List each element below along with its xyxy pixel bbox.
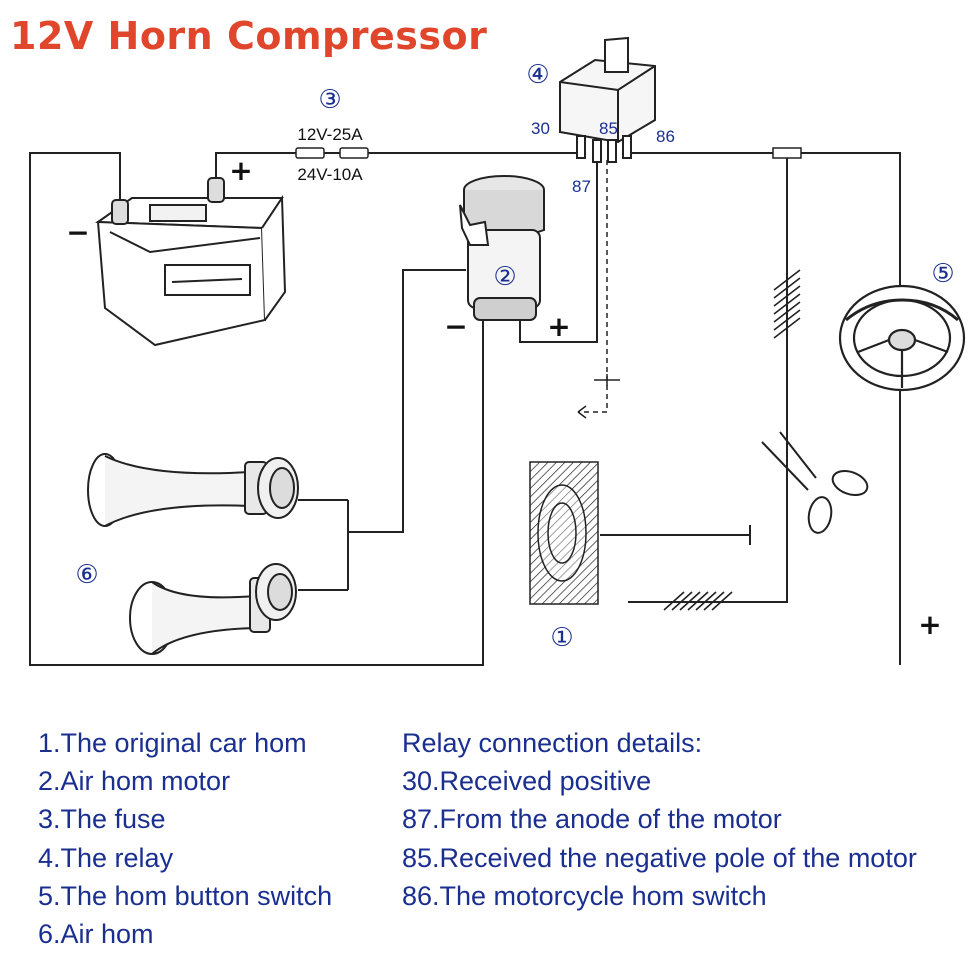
battery bbox=[95, 177, 287, 347]
relay-legend: Relay connection details: 30.Received po… bbox=[402, 724, 917, 915]
page-title: 12V Horn Compressor bbox=[10, 14, 488, 58]
relay-pin-85: 85 bbox=[599, 119, 618, 138]
fuse-rating-12v: 12V-25A bbox=[297, 125, 363, 144]
legend-item: 3.The fuse bbox=[38, 804, 166, 835]
marker-5: ⑤ bbox=[931, 259, 954, 289]
wiring-diagram: ① ② ③ ④ ⑤ ⑥ 12V-25A 24V-10A 30 85 86 87 … bbox=[29, 36, 966, 666]
legend-item: 5.The hom button switch bbox=[38, 880, 333, 911]
battery-plus-sign: + bbox=[229, 154, 252, 187]
legend-item: 6.Air hom bbox=[38, 919, 154, 950]
scissors-icon bbox=[761, 431, 869, 534]
motor-minus-sign: − bbox=[444, 310, 467, 343]
relay bbox=[559, 36, 656, 163]
legend-item: 87.From the anode of the motor bbox=[402, 804, 782, 835]
fuse-rating-24v: 24V-10A bbox=[297, 165, 363, 184]
legend-item: 30.Received positive bbox=[402, 766, 652, 797]
motor-plus-sign: + bbox=[547, 310, 570, 343]
legend-item: 1.The original car hom bbox=[38, 728, 307, 758]
fuse bbox=[295, 147, 369, 159]
marker-3: ③ bbox=[318, 85, 341, 115]
compressor bbox=[459, 175, 545, 321]
legend-heading: Relay connection details: bbox=[402, 728, 703, 758]
marker-1: ① bbox=[550, 623, 573, 653]
battery-minus-sign: − bbox=[66, 216, 89, 249]
steering-wheel bbox=[838, 284, 966, 392]
air-horn-top bbox=[87, 453, 299, 527]
legend-item: 4.The relay bbox=[38, 842, 174, 873]
wire-relay-ground-dashed bbox=[578, 160, 608, 413]
legend-item: 85.Received the negative pole of the mot… bbox=[402, 842, 917, 873]
original-horn bbox=[529, 461, 599, 605]
relay-pin-86: 86 bbox=[656, 127, 675, 146]
wire-top-right bbox=[625, 152, 901, 665]
wire-motor-to-horns bbox=[348, 269, 466, 533]
ground-plus-sign: + bbox=[918, 608, 941, 641]
marker-6: ⑥ bbox=[75, 560, 98, 590]
component-legend: 1.The original car hom 2.Air hom motor 3… bbox=[38, 724, 332, 953]
wire-battery-positive bbox=[215, 152, 580, 180]
air-horn-bottom bbox=[129, 563, 297, 655]
wire-motor-positive bbox=[519, 160, 598, 343]
connector bbox=[772, 147, 802, 159]
marker-4: ④ bbox=[526, 60, 549, 90]
relay-pin-87: 87 bbox=[572, 177, 591, 196]
marker-2: ② bbox=[493, 262, 516, 292]
relay-pin-30: 30 bbox=[531, 119, 550, 138]
legend-item: 2.Air hom motor bbox=[38, 766, 231, 797]
wire-battery-negative bbox=[29, 152, 484, 666]
legend-item: 86.The motorcycle hom switch bbox=[402, 880, 767, 911]
